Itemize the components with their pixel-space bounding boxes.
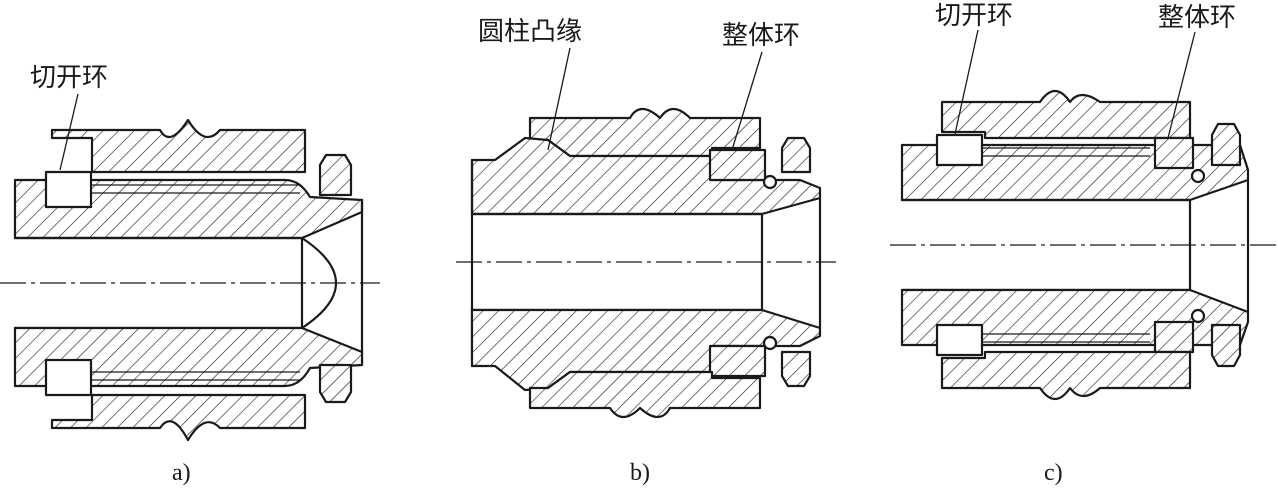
panel-b-top-solid-ring: [708, 148, 767, 182]
panel-c-bottom-end-nut: [1210, 323, 1242, 368]
panel-c-top-split-ring: [935, 133, 984, 167]
panel-b-top-end-nut: [780, 136, 812, 174]
panel-b-bottom-body: [528, 370, 762, 419]
panel-b-label-cylindrical-flange: 圆柱凸缘: [478, 17, 582, 47]
panel-c-top-solid-ring: [1153, 136, 1195, 170]
panel-c-top-end-nut: [1210, 122, 1242, 167]
panel-b: 圆柱凸缘 整体环 b): [456, 17, 836, 486]
panel-a-split-ring-leader: [59, 93, 79, 171]
panel-c-solid-ring-leader: [1167, 31, 1196, 139]
panel-a: 切开环 a): [0, 63, 380, 486]
panel-b-bottom-solid-ring: [708, 344, 767, 378]
panel-a-bottom-end-nut: [318, 363, 353, 404]
panel-c: 切开环 整体环 c): [890, 1, 1278, 486]
panel-c-label-split-ring: 切开环: [935, 1, 1013, 31]
panel-c-bottom-solid-ring: [1153, 320, 1195, 354]
panel-c-split-ring-leader: [954, 29, 979, 135]
panel-b-flange-leader: [547, 47, 571, 151]
panel-c-label-solid-ring: 整体环: [1158, 3, 1236, 33]
panel-a-label-split-ring: 切开环: [30, 63, 108, 93]
panel-c-caption: c): [1044, 460, 1063, 486]
panel-b-label-solid-ring: 整体环: [722, 21, 800, 51]
panel-a-top-tube: [13, 178, 364, 240]
panel-a-bottom-split-ring: [44, 358, 93, 397]
panel-b-bottom-end-nut: [780, 350, 812, 388]
panel-a-top-nut: [50, 118, 307, 174]
panel-a-caption: a): [172, 460, 191, 486]
panel-b-solid-ring-leader: [731, 51, 763, 151]
panel-a-top-split-ring: [44, 170, 93, 209]
panel-c-bottom-body: [940, 350, 1192, 401]
panel-c-bottom-split-ring: [935, 323, 984, 357]
panel-b-caption: b): [630, 460, 650, 486]
panel-c-top-body: [940, 89, 1192, 140]
panel-a-top-end-nut: [318, 153, 353, 197]
panel-a-bottom-nut: [50, 393, 307, 442]
